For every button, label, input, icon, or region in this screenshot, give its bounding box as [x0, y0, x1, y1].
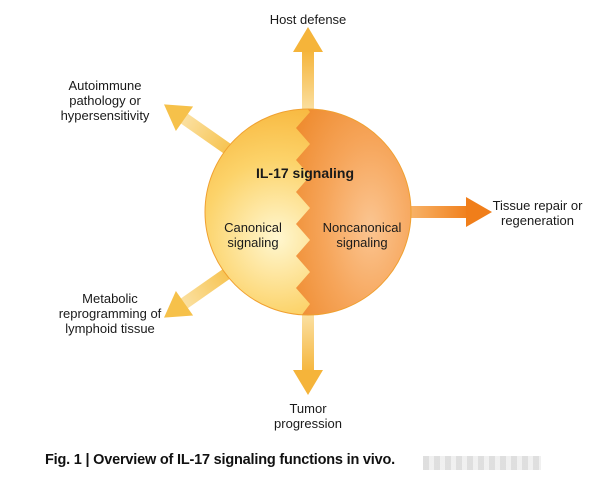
arrow-bottom	[293, 312, 323, 395]
redacted-region	[423, 456, 541, 470]
center-title: IL-17 signaling	[255, 165, 354, 181]
host-defense-label: Host defense	[269, 12, 347, 27]
arrow-right	[408, 197, 492, 227]
arrow-upper-left	[164, 104, 236, 157]
arrow-lower-left	[164, 265, 236, 318]
arrow-top	[293, 27, 323, 114]
signaling-circle	[205, 109, 411, 315]
noncanonical-half	[296, 109, 411, 315]
il17-diagram	[164, 27, 492, 395]
figure-caption: Fig. 1 | Overview of IL-17 signaling fun…	[45, 452, 395, 468]
